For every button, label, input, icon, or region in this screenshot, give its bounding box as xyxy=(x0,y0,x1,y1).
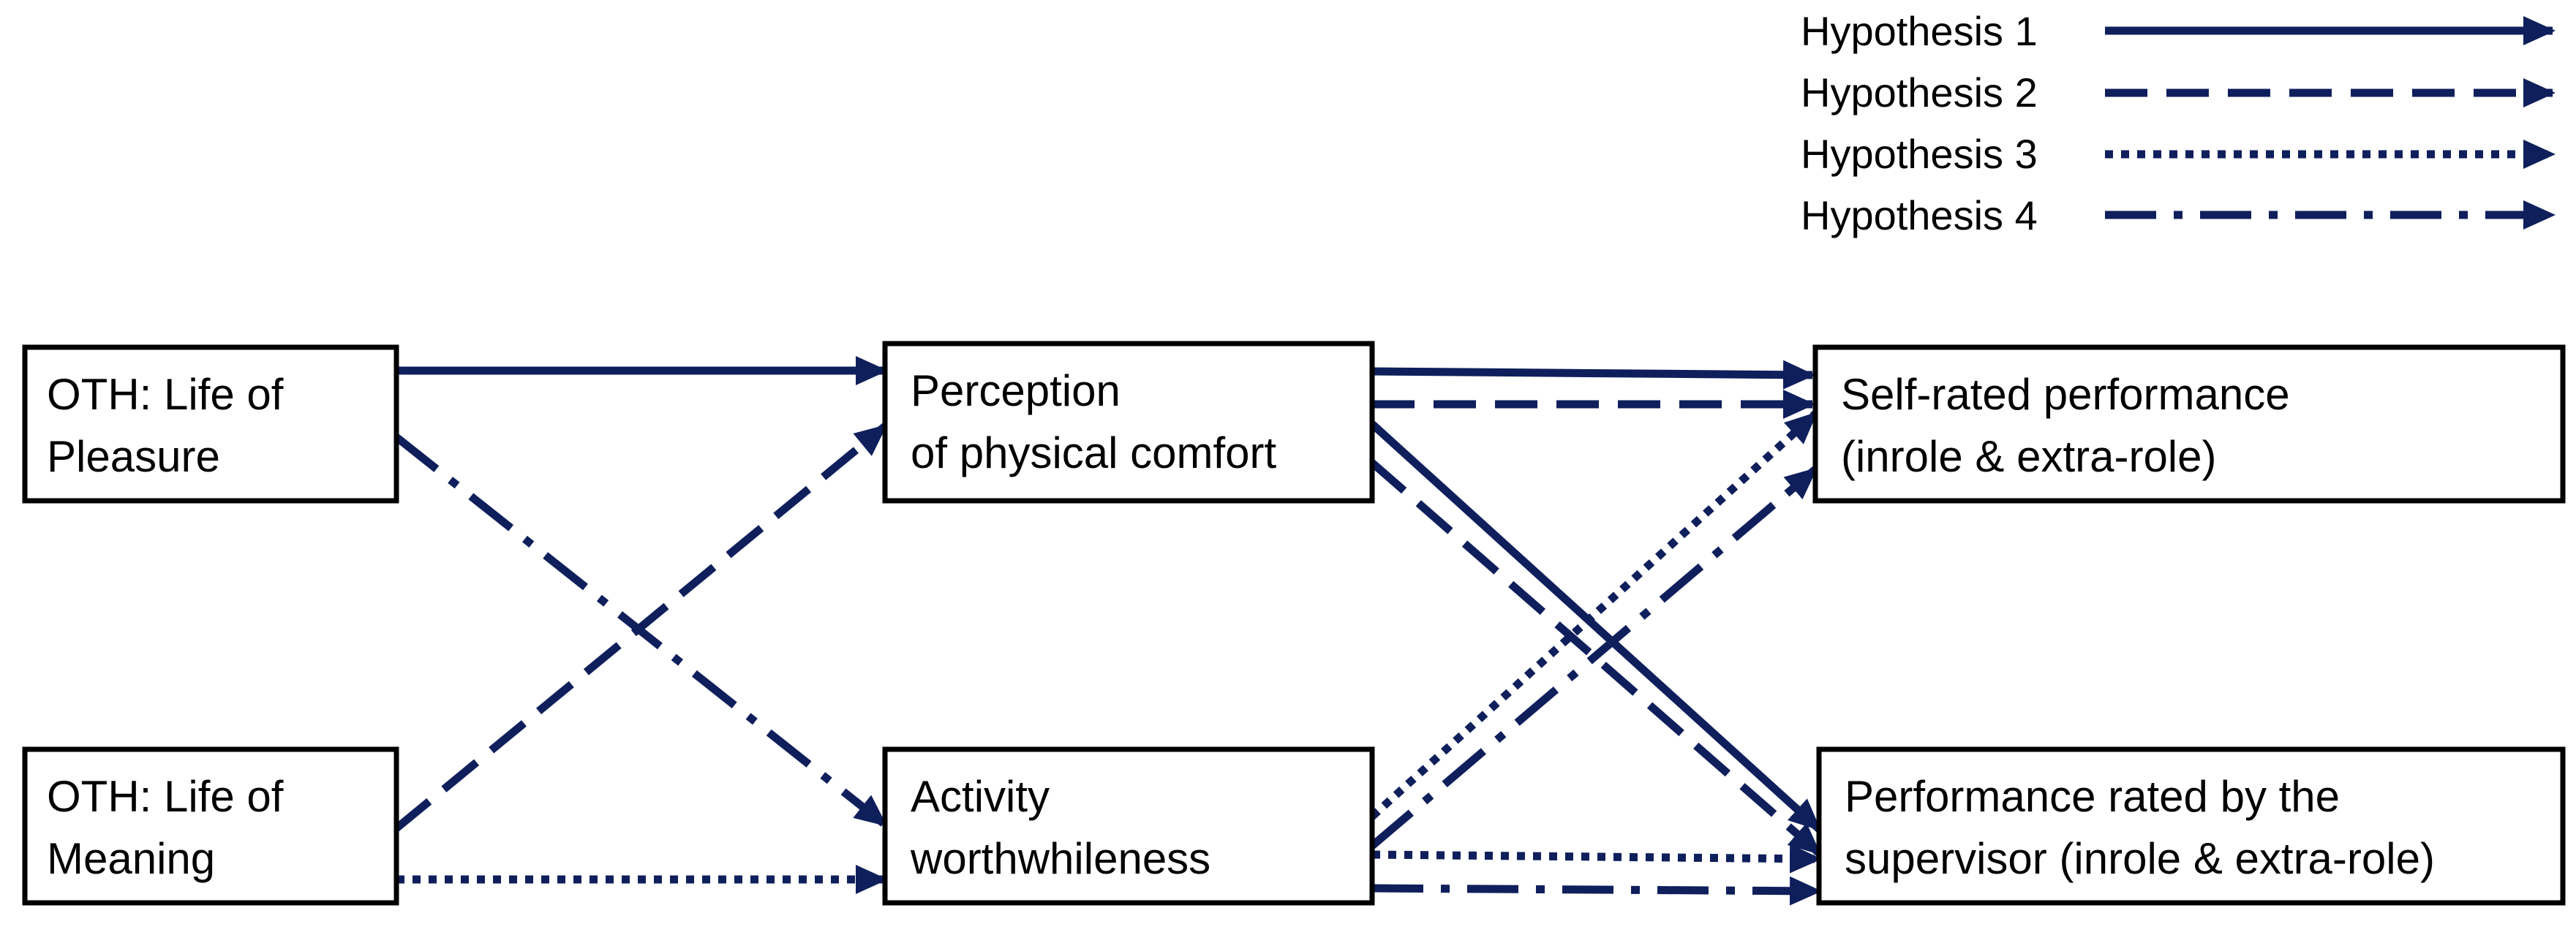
legend-label: Hypothesis 2 xyxy=(1801,69,2038,116)
box-label-line: Meaning xyxy=(47,834,215,883)
box-label-line: Performance rated by the xyxy=(1845,772,2340,821)
edge-h4-worth-to-supervisor xyxy=(1371,876,1822,906)
box-label-line: Pleasure xyxy=(47,432,220,481)
legend-item-h2: Hypothesis 2 xyxy=(1801,69,2556,116)
box-label-line: Self-rated performance xyxy=(1841,370,2290,419)
box-label-line: worthwhileness xyxy=(910,834,1210,883)
edge-h1-comfort-to-self xyxy=(1371,360,1815,390)
legend-label: Hypothesis 3 xyxy=(1801,131,2038,177)
box-oth-life-of-pleasure: OTH: Life of Pleasure xyxy=(22,344,399,504)
edge-h3-worth-to-supervisor xyxy=(1371,844,1822,874)
box-label-line: (inrole & extra-role) xyxy=(1841,432,2217,481)
edge-h4-worth-to-self xyxy=(1369,466,1818,849)
box-label-line: Activity xyxy=(911,772,1050,821)
edge-h1-comfort-to-supervisor xyxy=(1369,420,1822,833)
legend-item-h1: Hypothesis 1 xyxy=(1801,8,2556,54)
box-label-line: supervisor (inrole & extra-role) xyxy=(1845,834,2435,883)
edges xyxy=(393,356,1822,906)
box-label-line: of physical comfort xyxy=(911,428,1277,477)
edge-h2-comfort-to-supervisor xyxy=(1369,459,1822,857)
box-oth-life-of-meaning: OTH: Life of Meaning xyxy=(22,746,399,906)
legend-label: Hypothesis 1 xyxy=(1801,8,2038,54)
box-label-line: OTH: Life of xyxy=(47,370,284,419)
box-self-rated-performance: Self-rated performance (inrole & extra-r… xyxy=(1812,344,2566,504)
edge-h4-pleasure-to-worth xyxy=(393,434,888,828)
legend: Hypothesis 1 Hypothesis 2 Hypothesis 3 H… xyxy=(1801,8,2556,238)
box-label-line: OTH: Life of xyxy=(47,772,284,821)
legend-item-h4: Hypothesis 4 xyxy=(1801,192,2556,238)
legend-label: Hypothesis 4 xyxy=(1801,192,2038,238)
box-perception-of-physical-comfort: Perception of physical comfort xyxy=(882,341,1375,504)
legend-item-h3: Hypothesis 3 xyxy=(1801,131,2556,177)
edge-h3-worth-to-self xyxy=(1369,410,1818,820)
box-activity-worthwhileness: Activity worthwhileness xyxy=(882,746,1375,906)
box-performance-rated-by-supervisor: Performance rated by the supervisor (inr… xyxy=(1816,746,2566,906)
box-label-line: Perception xyxy=(911,366,1121,415)
